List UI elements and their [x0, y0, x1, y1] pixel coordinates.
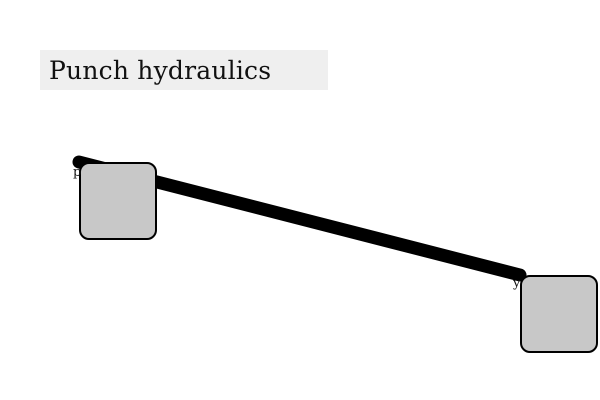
right-port-label: y	[512, 276, 521, 291]
right-connector-dot[interactable]	[515, 270, 525, 280]
left-port-label: p	[73, 165, 81, 180]
title-box: Punch hydraulics	[40, 50, 328, 90]
diagram-title: Punch hydraulics	[49, 55, 272, 85]
left-node-box[interactable]	[79, 162, 157, 240]
right-node-box[interactable]	[520, 275, 598, 353]
